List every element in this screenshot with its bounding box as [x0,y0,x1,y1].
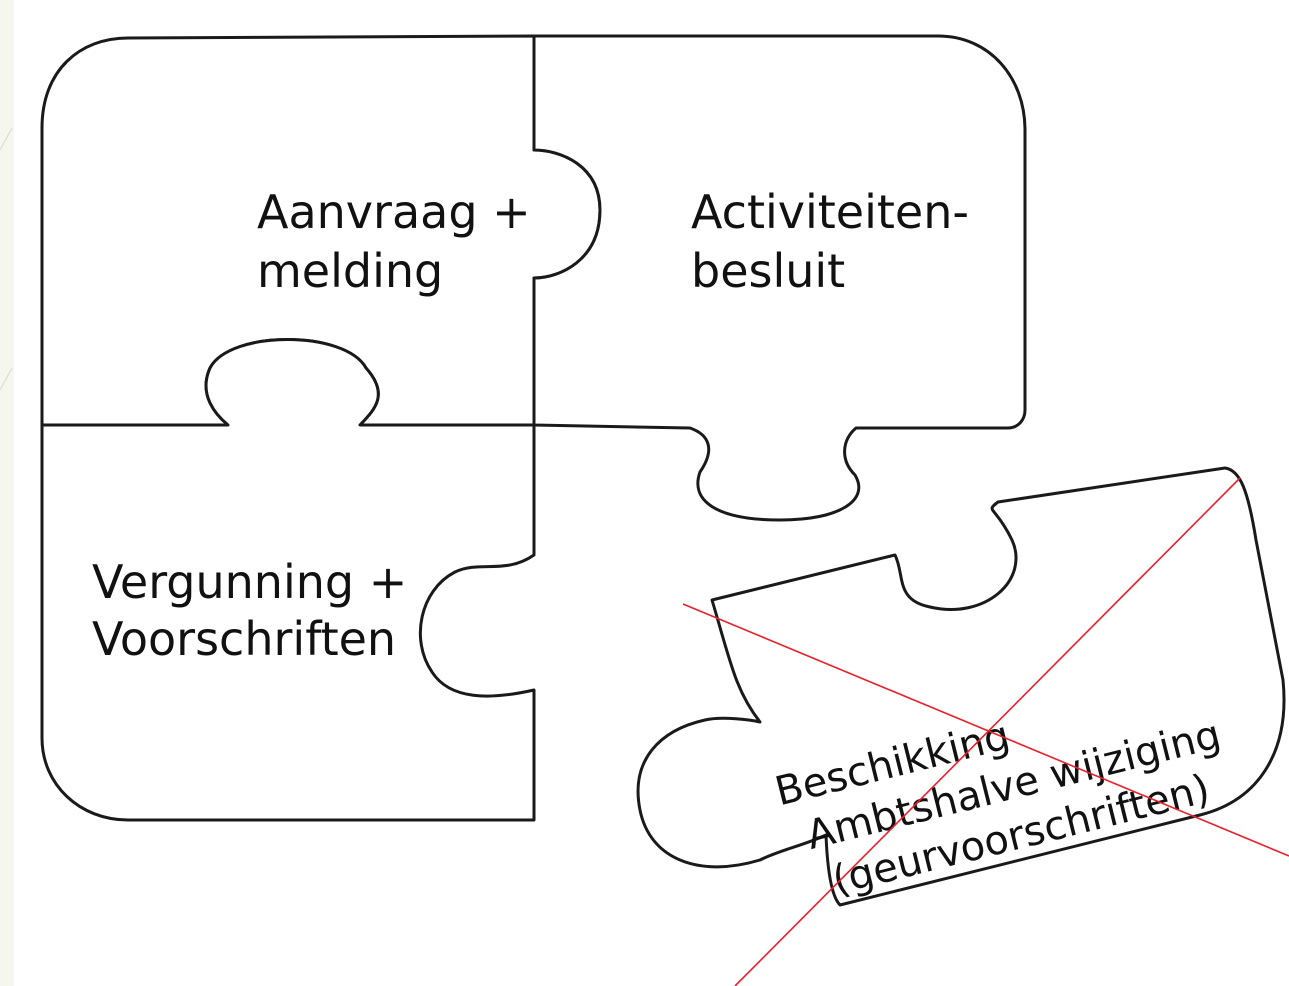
puzzle-piece-bottom-left [40,338,536,822]
piece-label-bottom-left-line1: Vergunning + [92,555,407,609]
piece-label-top-left-line1: Aanvraag + [257,185,531,239]
piece-label-top-left-line2: melding [257,244,443,298]
decorative-line [0,367,13,391]
piece-label-top-right-line1: Activiteiten- [691,185,969,239]
puzzle-piece-top-right [532,34,1027,522]
piece-label-top-right-line2: besluit [691,244,845,298]
decorative-line [0,127,13,151]
cross-out-line-1 [682,603,1289,857]
piece-label-bottom-left-line2: Voorschriften [92,612,396,666]
background-strip [0,0,14,986]
puzzle-piece-loose [636,466,1286,907]
cross-out-line-2 [734,477,1241,986]
